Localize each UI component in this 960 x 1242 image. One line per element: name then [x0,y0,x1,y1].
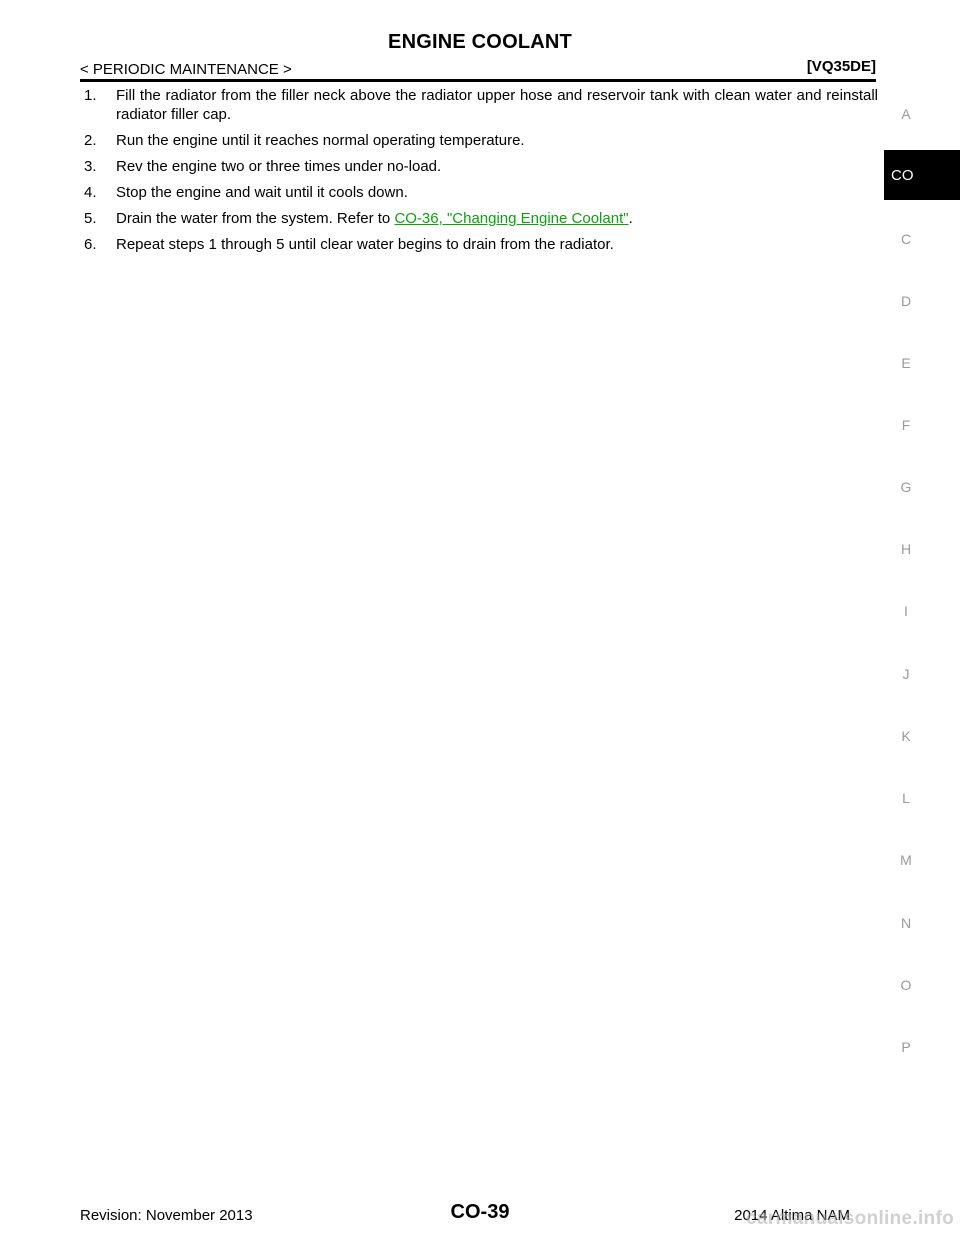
index-tab-k[interactable]: K [901,728,911,744]
changing-engine-coolant-link[interactable]: CO-36, "Changing Engine Coolant" [394,210,629,227]
step-item: 4. Stop the engine and wait until it coo… [80,183,878,202]
step-text: Fill the radiator from the filler neck a… [116,87,878,123]
step-number: 5. [84,210,97,227]
page-title: ENGINE COOLANT [388,31,572,53]
step-item: 6. Repeat steps 1 through 5 until clear … [80,235,878,254]
index-tab-n[interactable]: N [900,915,912,931]
revision-date: Revision: November 2013 [80,1207,253,1224]
step-text: Run the engine until it reaches normal o… [116,132,525,149]
index-tab-f[interactable]: F [901,417,911,433]
index-tab-c[interactable]: C [900,231,912,247]
procedure-steps: 1. Fill the radiator from the filler nec… [80,86,878,261]
index-tab-l[interactable]: L [902,790,910,806]
section-index-sidebar: A CO C D E F G H I J K L M N O P [884,0,960,1242]
step-number: 6. [84,236,97,253]
index-tab-m[interactable]: M [900,852,912,868]
step-text-after-link: . [628,210,633,227]
step-number: 1. [84,87,97,104]
step-text: Drain the water from the system. Refer t… [116,209,878,228]
step-text: Rev the engine two or three times under … [116,158,442,175]
page-number: CO-39 [450,1201,510,1223]
header-divider [80,79,876,82]
index-tab-d[interactable]: D [900,293,912,309]
step-item: 5. Drain the water from the system. Refe… [80,209,878,228]
step-number: 2. [84,132,97,149]
step-number: 4. [84,184,97,201]
step-text: Stop the engine and wait until it cools … [116,184,408,201]
watermark-text: carmanualsonline.info [746,1208,954,1229]
engine-model-label: [VQ35DE] [806,58,876,75]
index-tab-i[interactable]: I [904,603,908,619]
vehicle-model-label: 2014 Altima NAM [734,1207,850,1224]
index-tab-g[interactable]: G [900,479,912,495]
step-text: Repeat steps 1 through 5 until clear wat… [116,236,614,253]
index-tab-j[interactable]: J [902,666,910,682]
index-tab-o[interactable]: O [900,977,912,993]
step-number: 3. [84,158,97,175]
step-item: 1. Fill the radiator from the filler nec… [80,86,878,124]
index-tab-h[interactable]: H [900,541,912,557]
index-tab-e[interactable]: E [901,355,911,371]
section-label: < PERIODIC MAINTENANCE > [80,61,292,78]
index-tab-a[interactable]: A [901,106,911,122]
index-tab-p[interactable]: P [901,1039,911,1055]
step-text-before-link: Drain the water from the system. Refer t… [116,210,395,227]
step-item: 3. Rev the engine two or three times und… [80,157,878,176]
step-item: 2. Run the engine until it reaches norma… [80,131,878,150]
index-tab-co-active[interactable]: CO [884,150,960,200]
